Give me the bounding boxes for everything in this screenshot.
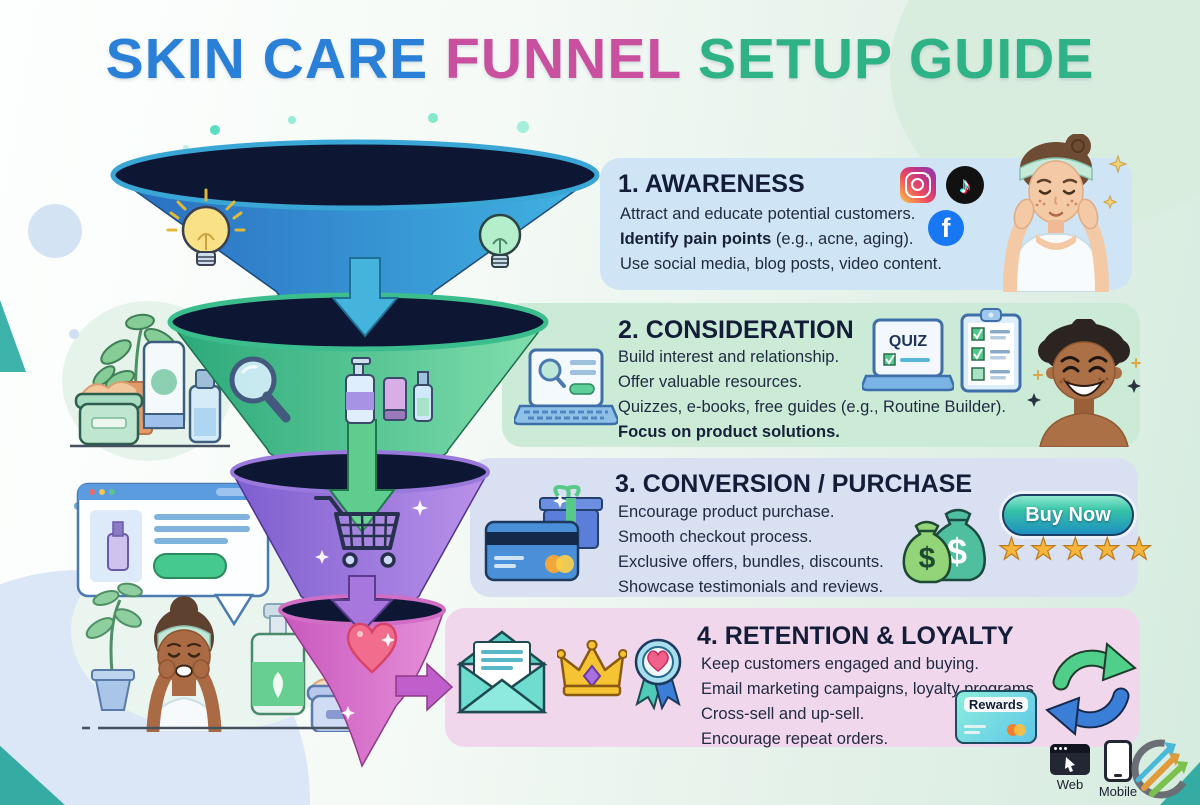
body-line: Offer valuable resources.: [618, 373, 803, 391]
down-arrow-icon: [330, 257, 400, 338]
body-line: Attract and educate potential customers.: [620, 205, 916, 223]
web-platform: Web: [1048, 744, 1092, 792]
body-line: Use social media, blog posts, video cont…: [620, 255, 942, 273]
woman-illustration: [146, 596, 222, 732]
potted-plant: [85, 582, 143, 711]
envelope-icon: [456, 630, 548, 714]
body-line: Email marketing campaigns, loyalty progr…: [701, 680, 1034, 698]
body-line: Cross-sell and up-sell.: [701, 705, 865, 723]
section-conversion: 3. CONVERSION / PURCHASE Encourage produ…: [470, 458, 1153, 600]
title-part-3: SETUP GUIDE: [697, 27, 1095, 91]
svg-text:$: $: [947, 531, 967, 572]
web-label: Web: [1056, 777, 1084, 792]
money-bags-icon: $ $: [902, 508, 986, 584]
search-laptop-icon: [514, 348, 618, 426]
star-icon: ★: [1125, 532, 1158, 566]
body-line: Encourage product purchase.: [618, 503, 835, 521]
routine-scene-illustration: [71, 482, 366, 732]
body-line: Build interest and relationship.: [618, 348, 840, 366]
funnel-stage-1: [110, 139, 600, 306]
crown-icon: [557, 640, 627, 697]
section-heading: 2. CONSIDERATION: [618, 316, 854, 344]
body-line: Keep customers engaged and buying.: [701, 655, 979, 673]
svg-text:$: $: [919, 542, 936, 575]
page-title: SKIN CARE FUNNEL SETUP GUIDE: [0, 26, 1200, 92]
section-awareness: 1. AWARENESS Attract and educate potenti…: [600, 134, 1132, 292]
section-retention: 4. RETENTION & LOYALTY Keep customers en…: [445, 608, 1140, 748]
mobile-label: Mobile: [1098, 784, 1138, 799]
lightbulb-icon: [478, 213, 522, 268]
body-line: Exclusive offers, bundles, discounts.: [618, 553, 884, 571]
section-heading: 1. AWARENESS: [618, 170, 805, 198]
section-heading: 4. RETENTION & LOYALTY: [697, 622, 1014, 650]
body-line: Focus on product solutions.: [618, 423, 840, 441]
svg-text:QUIZ: QUIZ: [889, 333, 927, 350]
skincare-products-illustration: [62, 301, 234, 461]
section-body: Keep customers engaged and buying. Email…: [701, 652, 1034, 752]
section-body: Encourage product purchase. Smooth check…: [618, 500, 884, 600]
mobile-icon: [1104, 740, 1132, 782]
buy-now-button: Buy Now: [1002, 494, 1134, 536]
skincare-bottles-icon: [345, 357, 433, 424]
quiz-laptop-icon: QUIZ: [862, 318, 954, 392]
star-icon: ★: [997, 532, 1030, 566]
section-body: Build interest and relationship. Offer v…: [618, 345, 1006, 445]
section-body: Attract and educate potential customers.…: [620, 202, 942, 277]
body-line: Encourage repeat orders.: [701, 730, 889, 748]
magnifier-icon: [229, 356, 291, 423]
rewards-label: Rewards: [963, 697, 1029, 712]
body-line: Smooth checkout process.: [618, 528, 813, 546]
instagram-icon: [900, 167, 936, 203]
mobile-platform: Mobile: [1097, 740, 1139, 799]
five-star-rating: ★★★★★: [997, 532, 1158, 567]
section-consideration: 2. CONSIDERATION Build interest and rela…: [502, 303, 1141, 447]
cream-jar: [306, 677, 366, 732]
body-line: Showcase testimonials and reviews.: [618, 578, 884, 596]
body-line: Quizzes, e-books, free guides (e.g., Rou…: [618, 398, 1006, 416]
growth-arrows-logo: [1131, 739, 1191, 799]
star-icon: ★: [1029, 532, 1062, 566]
woman-face-care-illustration: [1003, 134, 1128, 292]
title-part-1: SKIN CARE: [105, 27, 446, 91]
title-part-2: FUNNEL: [445, 27, 698, 91]
rewards-card: Rewards: [955, 690, 1037, 744]
decor-circle: [28, 204, 82, 258]
lightbulb-icon: [166, 188, 246, 266]
checklist-clipboard-icon: [960, 308, 1022, 393]
smiling-man-illustration: [1027, 319, 1141, 447]
star-icon: ★: [1061, 532, 1094, 566]
right-arrow-icon: [395, 662, 454, 712]
heart-medal-icon: [634, 638, 682, 711]
facebook-icon: f: [928, 210, 964, 246]
web-icon: [1050, 744, 1090, 775]
credit-card-gift-icon: [484, 485, 603, 582]
section-heading: 3. CONVERSION / PURCHASE: [615, 470, 973, 498]
star-icon: ★: [1093, 532, 1126, 566]
body-line: Identify pain points (e.g., acne, aging)…: [620, 230, 914, 248]
browser-speech-bubble: [76, 482, 270, 627]
refresh-arrows-icon: [1045, 642, 1137, 736]
tiktok-icon: ♪: [946, 166, 984, 204]
decor-triangle: [0, 300, 26, 372]
